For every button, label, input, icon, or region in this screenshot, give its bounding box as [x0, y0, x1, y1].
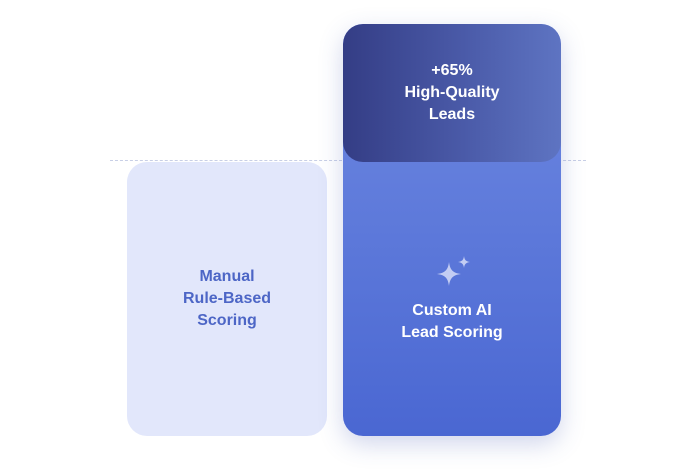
- ai-scoring-label: Custom AI Lead Scoring: [401, 302, 503, 341]
- manual-scoring-card: Manual Rule-Based Scoring: [127, 162, 327, 436]
- ai-scoring-body: Custom AI Lead Scoring: [343, 162, 561, 436]
- high-quality-leads-badge: +65% High-Quality Leads: [343, 24, 561, 162]
- manual-scoring-label: Manual Rule-Based Scoring: [182, 268, 272, 329]
- ai-scoring-card: +65% High-Quality Leads Custom AI Lead S…: [343, 24, 561, 436]
- high-quality-leads-label: +65% High-Quality Leads: [404, 62, 500, 123]
- sparkle-icon: [437, 256, 470, 286]
